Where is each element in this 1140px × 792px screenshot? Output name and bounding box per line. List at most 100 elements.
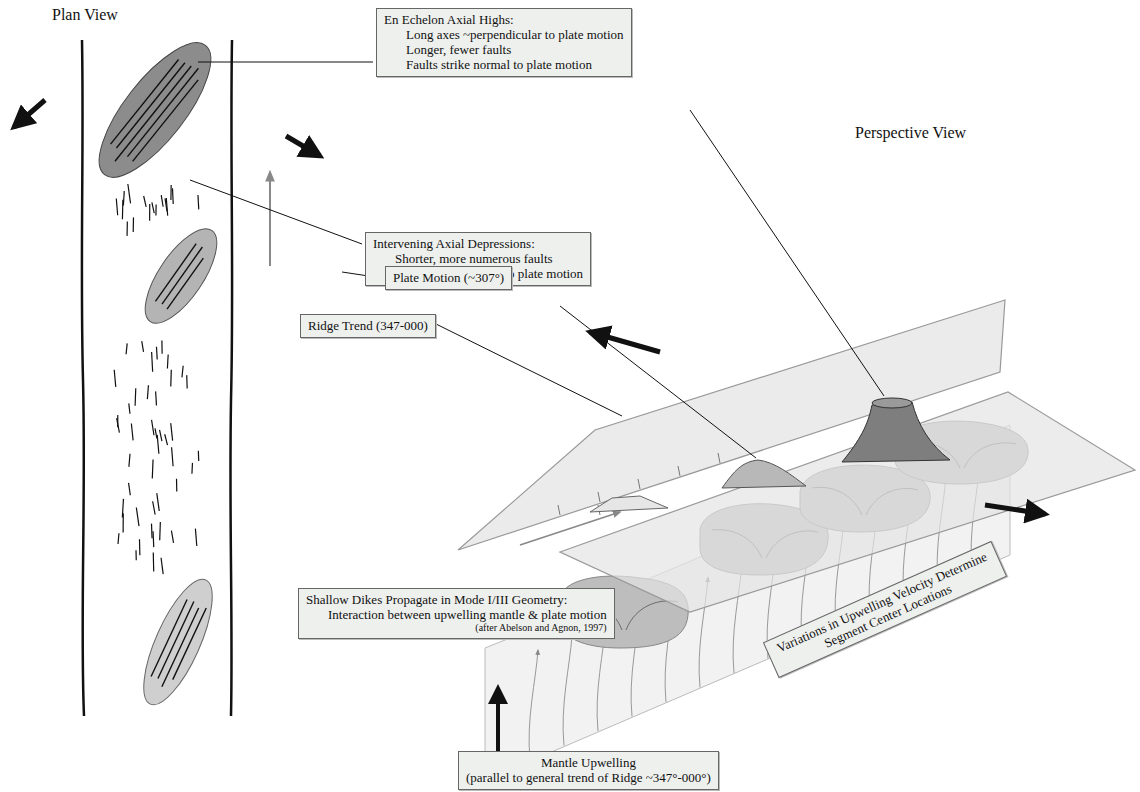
- fault-line: [133, 217, 134, 232]
- fault-line: [155, 428, 157, 438]
- axial-high: [132, 218, 230, 334]
- fault-line: [142, 341, 144, 352]
- fault-line: [153, 501, 156, 514]
- callout-box: Shallow Dikes Propagate in Mode I/III Ge…: [298, 588, 615, 639]
- callout-text: Faults strike normal to plate motion: [384, 57, 624, 72]
- view-label: Perspective View: [855, 124, 966, 142]
- fault-line: [173, 607, 207, 680]
- fault-line: [195, 529, 196, 546]
- fault-line: [114, 370, 116, 387]
- fault-line: [111, 59, 179, 145]
- fault-line: [170, 370, 172, 387]
- callout-heading: Intervening Axial Depressions:: [373, 236, 583, 251]
- fault-line: [147, 385, 148, 399]
- callout-text: Shorter, more numerous faults: [373, 251, 583, 266]
- plate: [560, 392, 1135, 612]
- axial-high: [722, 460, 806, 488]
- fault-line: [151, 599, 187, 677]
- fault-line: [128, 184, 131, 203]
- fault-line: [136, 507, 139, 526]
- fault-line: [117, 418, 120, 433]
- fault-line: [182, 366, 183, 378]
- callout-heading: Shallow Dikes Propagate in Mode I/III Ge…: [306, 592, 607, 607]
- fault-line: [161, 195, 163, 207]
- callout-box: Plate Motion (~307°): [385, 266, 512, 290]
- fault-line: [133, 79, 199, 162]
- fault-line: [129, 403, 130, 413]
- fault-line: [161, 558, 163, 574]
- callout-heading: En Echelon Axial Highs:: [384, 12, 624, 27]
- callout-text: (parallel to general trend of Ridge ~347…: [466, 770, 711, 785]
- fault-line: [186, 375, 188, 388]
- fault-line: [170, 185, 171, 200]
- fault-line: [122, 499, 123, 518]
- fault-line: [165, 434, 168, 445]
- leader-line: [190, 62, 884, 458]
- fault-line: [160, 430, 162, 441]
- fault-line: [155, 243, 196, 302]
- ridge-arrow: [520, 512, 620, 545]
- callout-heading: Ridge Trend (347-000): [308, 318, 428, 333]
- callout-text: Longer, fewer faults: [384, 42, 624, 57]
- fault-line: [197, 195, 199, 209]
- fault-line: [129, 454, 130, 467]
- axial-high: [590, 496, 668, 512]
- fault-line: [126, 221, 127, 235]
- mantle-arrow: [496, 688, 500, 752]
- upwelling-arrow: [563, 636, 572, 746]
- axial-high: [81, 27, 229, 193]
- depression-faults: [114, 184, 199, 574]
- fault-line: [151, 524, 153, 539]
- callout-heading: Mantle Upwelling: [466, 755, 711, 770]
- fault-line: [126, 343, 127, 354]
- fault-line: [115, 65, 191, 162]
- axial-high: [842, 402, 950, 462]
- callout-text: Long axes ~perpendicular to plate motion: [384, 27, 624, 42]
- fault-line: [171, 531, 173, 543]
- fault-line: [156, 347, 158, 360]
- fault-line: [157, 435, 159, 454]
- fault-line: [117, 533, 119, 544]
- upwelling-arrow: [529, 650, 538, 760]
- fault-line: [139, 539, 141, 555]
- fault-line: [123, 191, 125, 206]
- fault-line: [134, 388, 136, 405]
- fault-line: [167, 354, 169, 368]
- plate-arrow: [286, 136, 320, 156]
- fault-line: [162, 246, 202, 305]
- fault-line: [152, 202, 154, 213]
- fault-line: [162, 607, 199, 687]
- callout-box: Ridge Trend (347-000): [300, 314, 436, 338]
- fault-line: [171, 423, 173, 441]
- ridge-arrow: [269, 172, 271, 266]
- fault-line: [155, 391, 157, 405]
- plate-arrow: [14, 100, 45, 127]
- fault-line: [152, 420, 154, 435]
- fault-line: [159, 522, 161, 540]
- fault-line: [191, 463, 193, 474]
- callout-box: Mantle Upwelling(parallel to general tre…: [458, 751, 719, 790]
- fault-line: [172, 188, 174, 204]
- axial-high: [130, 571, 226, 713]
- fault-line: [161, 340, 162, 353]
- fault-line: [152, 460, 154, 479]
- view-label: Plan View: [52, 6, 118, 24]
- plate-arrow: [985, 505, 1045, 514]
- fault-line: [167, 257, 203, 310]
- fault-line: [153, 553, 155, 572]
- fault-ticks: [558, 453, 720, 515]
- fault-line: [129, 483, 131, 495]
- fault-line: [152, 352, 153, 372]
- fault-line: [149, 204, 150, 221]
- fault-line: [166, 198, 167, 216]
- callout-text: Interaction between upwelling mantle & p…: [306, 607, 607, 622]
- fault-line: [116, 198, 117, 215]
- fault-line: [172, 447, 174, 466]
- fault-line: [152, 531, 154, 547]
- fault-line: [116, 62, 184, 149]
- fault-line: [157, 493, 159, 511]
- fault-line: [176, 479, 177, 492]
- callout-heading: Plate Motion (~307°): [393, 270, 504, 285]
- callout-text: (after Abelson and Agnon, 1997): [306, 622, 607, 634]
